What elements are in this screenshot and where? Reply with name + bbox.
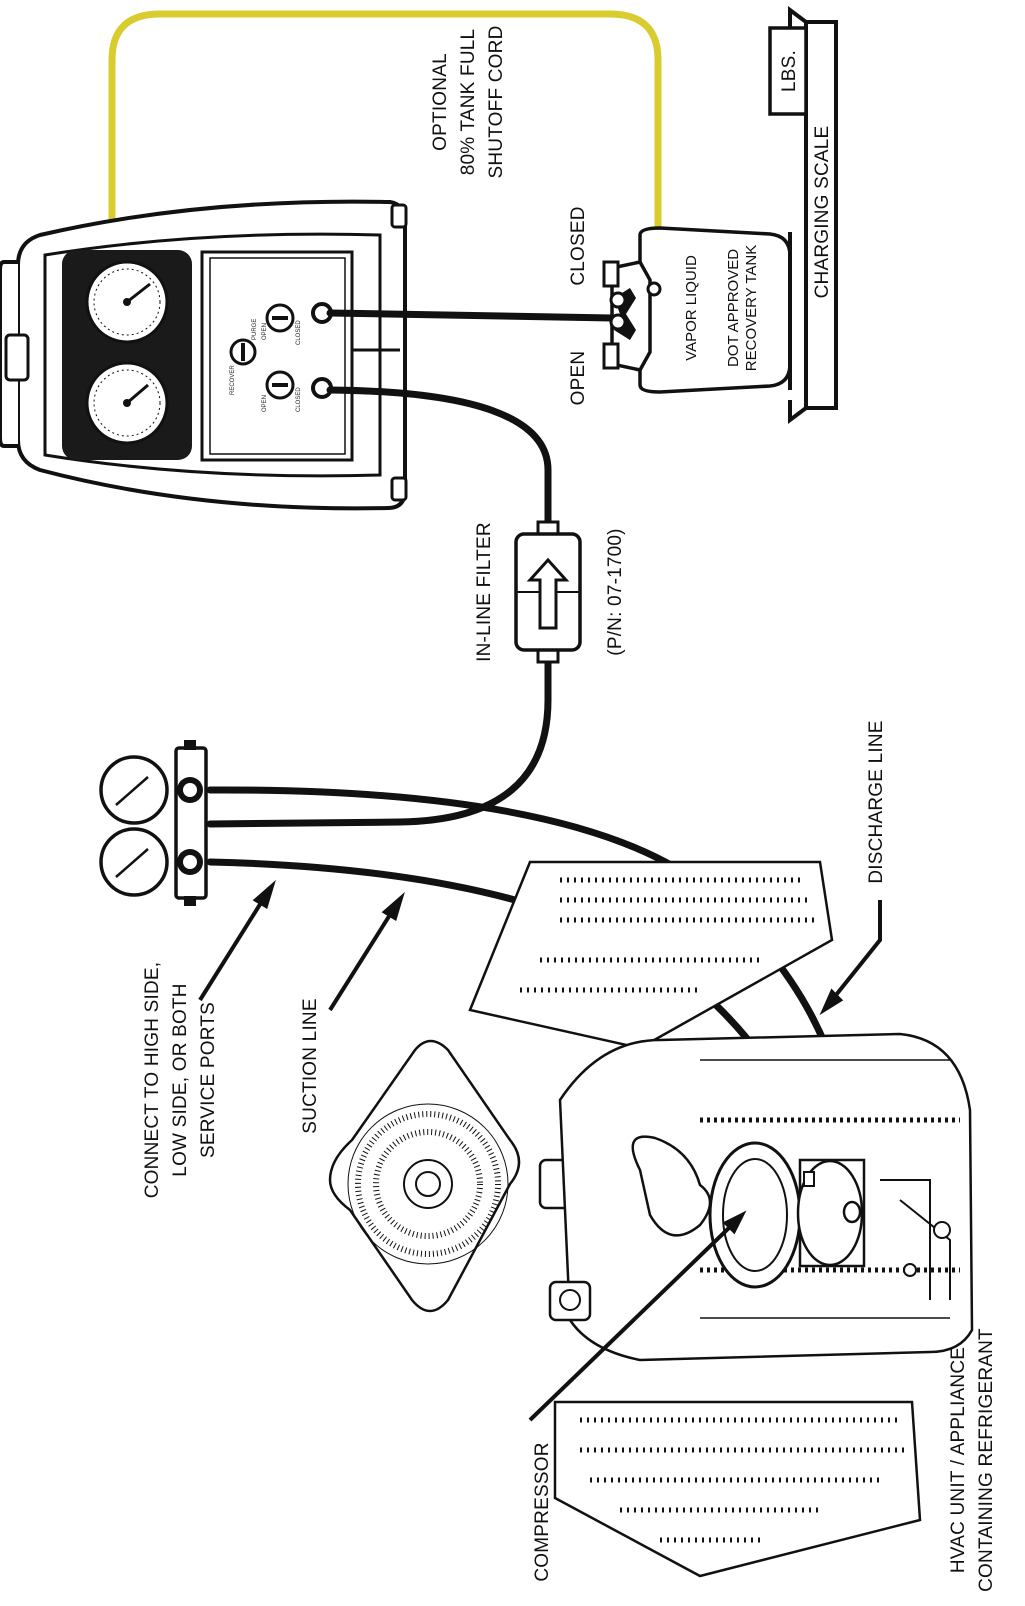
valve-knob-icon [265, 303, 295, 333]
inlet-hose [326, 386, 552, 536]
valve-knob-icon [265, 370, 295, 400]
valve-open-label: OPEN [568, 351, 589, 406]
shutoff-cord [108, 10, 662, 294]
manifold-gauge-set [99, 740, 208, 906]
pointer-arrow-icon [328, 891, 405, 1012]
flow-arrow-icon [526, 557, 570, 630]
pointer-arrow-icon [198, 879, 276, 1002]
fan-grille [328, 1039, 521, 1313]
recovery-machine: OPEN CLOSED RECOVER PURGE OPEN CLOSED [0, 199, 408, 511]
panel-closed-label-2: CLOSED [296, 387, 302, 412]
compressor [708, 1141, 866, 1289]
filter-name-label: IN-LINE FILTER [474, 522, 495, 662]
manifold-hose [206, 656, 552, 828]
connect-label-3: SERVICE PORTS [198, 1002, 219, 1158]
recovery-tank [602, 226, 792, 394]
pressure-gauge-icon [85, 260, 169, 344]
coil-panel [468, 860, 834, 1050]
connect-label-2: LOW SIDE, OR BOTH [170, 983, 191, 1176]
pressure-gauge-icon [99, 827, 169, 897]
panel-closed-label: CLOSED [296, 320, 302, 345]
hvac-unit [328, 860, 974, 1578]
coil-panel [553, 1400, 922, 1578]
panel-recover-label: RECOVER [230, 365, 236, 395]
pressure-gauge-icon [99, 755, 169, 825]
panel-open-label-2: OPEN [262, 395, 268, 412]
tank-ports-label: VAPOR LIQUID [683, 255, 700, 361]
shutoff-cord-label-3: SHUTOFF CORD [486, 26, 507, 179]
in-line-filter [514, 520, 582, 664]
pressure-gauge-icon [85, 361, 169, 445]
pointer-arrow-icon [528, 1210, 747, 1422]
valve-closed-label: CLOSED [568, 206, 589, 285]
suction-service-port [803, 1171, 815, 1187]
charging-scale-label: CHARGING SCALE [812, 126, 833, 299]
suction-line-label: SUCTION LINE [300, 998, 321, 1133]
panel-purge-label: PURGE [252, 319, 258, 340]
valve-knob-icon [229, 338, 257, 366]
scale-unit-label: LBS. [779, 50, 800, 92]
pointer-arrow-icon [819, 900, 882, 1016]
shutoff-cord-label-2: 80% TANK FULL [458, 29, 479, 176]
hvac-label-2: CONTAINING REFRIGERANT [976, 1328, 997, 1592]
shutoff-cord-label-1: OPTIONAL [430, 53, 451, 151]
hvac-label-1: HVAC UNIT / APPLIANCE [948, 1347, 969, 1573]
charging-scale [768, 6, 838, 424]
tank-label-1: DOT APPROVED [725, 249, 742, 367]
connect-label-1: CONNECT TO HIGH SIDE, [142, 962, 163, 1198]
panel-open-label: OPEN [262, 323, 268, 340]
discharge-line-label: DISCHARGE LINE [866, 720, 887, 883]
outlet-hose [326, 309, 616, 322]
filter-part-label: (P/N: 07-1700) [605, 528, 626, 655]
discharge-service-port [842, 1200, 862, 1224]
tank-label-2: RECOVERY TANK [743, 245, 760, 371]
compressor-label: COMPRESSOR [532, 1442, 553, 1581]
